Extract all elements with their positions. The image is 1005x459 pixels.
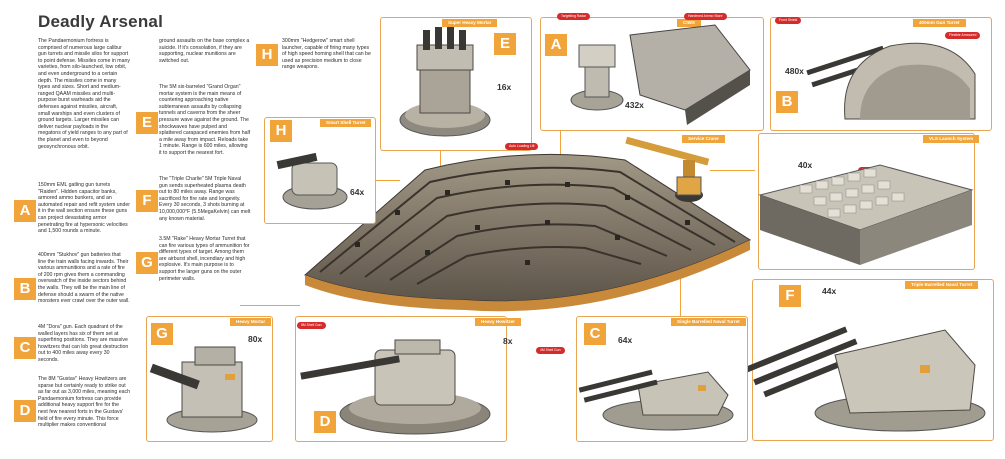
service-crane-illustration (625, 136, 710, 202)
panel-a-callout-ammo: Hardened Ammo Store (684, 13, 727, 20)
panel-d-count: 8x (503, 336, 513, 346)
vls-count: 40x (798, 160, 813, 170)
panel-e-label: Super Heavy Mortar (442, 19, 498, 27)
super-heavy-mortar-illustration (399, 27, 491, 137)
panel-g-count: 80x (248, 334, 263, 344)
panel-b-callout-shield: Front Shield (775, 17, 802, 24)
panel-c-count: 64x (618, 335, 633, 345)
panel-h-count: 64x (350, 187, 365, 197)
smart-shell-turret-illustration (276, 152, 348, 210)
section-e-text: The 5M six-barreled "Grand Organ" mortar… (159, 84, 251, 156)
badge-h: H (256, 44, 278, 66)
panel-d-badge: D (314, 411, 336, 433)
col2-top-text: ground assaults on the base complex a su… (159, 38, 250, 64)
connector-line (680, 260, 681, 320)
panel-a-label: CIWS (677, 19, 701, 27)
panel-b-label: 400mm Gun Turret (913, 19, 966, 27)
connector-line (440, 140, 441, 185)
fortress-illustration (304, 153, 752, 312)
badge-g: G (136, 252, 158, 274)
ciws-illustration (570, 24, 751, 125)
panel-a-count: 432x (625, 100, 644, 110)
panel-a-callout-radar: Targetting Radar (557, 13, 591, 20)
badge-e: E (136, 112, 158, 134)
badge-c: C (14, 337, 36, 359)
panel-c-badge: C (584, 323, 606, 345)
connector-line (240, 305, 300, 306)
panel-f-label: Triple Barrelled Naval Turret (905, 281, 979, 289)
badge-f: F (136, 190, 158, 212)
panel-h-badge: H (270, 120, 292, 142)
panel-g-badge: G (151, 323, 173, 345)
panel-e-callout: Auto Loading Lift (505, 143, 539, 150)
panel-d-label: Heavy Howitzer (475, 318, 521, 326)
heavy-mortar-illustration (149, 346, 258, 433)
badge-d: D (14, 400, 36, 422)
section-d-text: The 8M "Gustav" Heavy Howitzers are spar… (38, 376, 130, 429)
section-c-text: 4M "Dora" gun. Each quadrant of the wall… (38, 324, 129, 363)
panel-g-label: Heavy Mortar (230, 318, 272, 326)
panel-b-badge: B (776, 91, 798, 113)
panel-e-badge: E (494, 33, 516, 55)
panel-f-count: 44x (822, 286, 837, 296)
badge-b: B (14, 278, 36, 300)
badge-a: A (14, 200, 36, 222)
section-f-text: The "Triple Charlie" 5M Triple Naval gun… (159, 176, 251, 222)
section-h-text: 300mm "Hedgerow" smart shell launcher, c… (282, 38, 371, 71)
panel-a-badge: A (545, 34, 567, 56)
panel-b-count: 480x (785, 66, 804, 76)
vls-label: VLS Launch System (923, 135, 980, 143)
page-title: Deadly Arsenal (38, 12, 164, 31)
gun-turret-400mm-illustration (806, 42, 976, 120)
heavy-howitzer-illustration (300, 339, 491, 435)
single-naval-turret-illustration (578, 369, 734, 431)
panel-h-label: Smart Shell Turret (320, 119, 372, 127)
panel-c-label: Single Barrelled Naval Turret (671, 318, 746, 326)
panel-b-callout-armour: Flexible Armoured (945, 32, 981, 39)
triple-naval-turret-illustration (743, 326, 986, 432)
vls-launch-illustration (758, 164, 974, 265)
panel-f-badge: F (779, 285, 801, 307)
intro-paragraph: The Pandaemonium fortress is comprised o… (38, 38, 130, 150)
panel-d-callout: 8M Shell Gun (297, 322, 326, 329)
section-a-text: 150mm EML gatling gun turrets "Raiden". … (38, 182, 130, 235)
panel-e-count: 16x (497, 82, 512, 92)
connector-line (710, 170, 755, 171)
panel-c-callout: 4M Shell Gun (536, 347, 565, 354)
section-b-text: 400mm "Stukhov" gun batteries that line … (38, 252, 130, 305)
section-g-text: 3.5M "Rake" Heavy Mortar Turret that can… (159, 236, 250, 282)
service-crane-label: Service Crane (682, 135, 725, 143)
